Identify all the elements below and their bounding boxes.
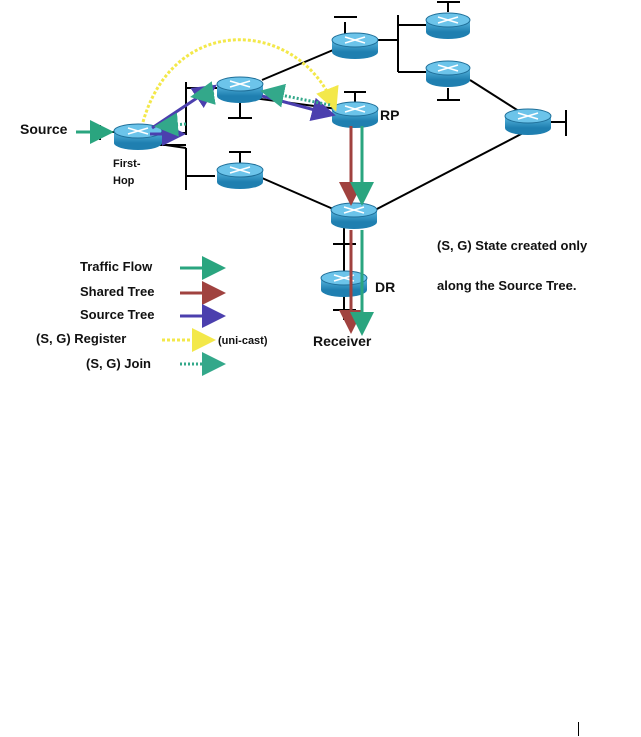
router-top <box>331 32 379 59</box>
router-far-right <box>504 108 552 135</box>
receiver-label: Receiver <box>313 333 372 349</box>
legend: Traffic Flow Shared Tree Source Tree (S,… <box>36 256 268 376</box>
router-a <box>216 76 264 103</box>
source-tree-arrow-3 <box>261 94 336 121</box>
note-line-2: along the Source Tree. <box>437 278 576 293</box>
router-lower <box>330 202 378 229</box>
router-dr <box>320 270 368 297</box>
dr-label: DR <box>375 279 395 295</box>
join-arrow-3 <box>154 112 187 137</box>
legend-shared-tree: Shared Tree <box>80 284 154 299</box>
first-hop-label-1: First- <box>113 158 141 170</box>
join-arrow-2 <box>190 81 216 105</box>
router-right-top <box>425 12 471 39</box>
register-arrow <box>141 38 339 123</box>
pim-sparse-mode-diagram: Source First- Hop RP DR Receiver Traffic… <box>20 1 588 376</box>
legend-source-tree: Source Tree <box>80 307 154 322</box>
legend-join: (S, G) Join <box>86 356 151 371</box>
note-line-1: (S, G) State created only <box>437 238 588 253</box>
source-tree-arrow-1 <box>151 84 217 130</box>
first-hop-label-2: Hop <box>113 175 135 187</box>
source-label: Source <box>20 121 68 137</box>
router-b <box>216 162 264 189</box>
join-arrow-1 <box>260 83 331 108</box>
rp-label: RP <box>380 107 399 123</box>
flow-arrows <box>76 38 374 336</box>
legend-unicast: (uni-cast) <box>218 335 268 347</box>
routers <box>113 12 552 297</box>
router-right-mid <box>425 60 471 87</box>
legend-traffic-flow: Traffic Flow <box>80 259 153 274</box>
router-rp <box>331 101 379 128</box>
legend-register: (S, G) Register <box>36 331 126 346</box>
page-margin-rule <box>578 722 579 736</box>
